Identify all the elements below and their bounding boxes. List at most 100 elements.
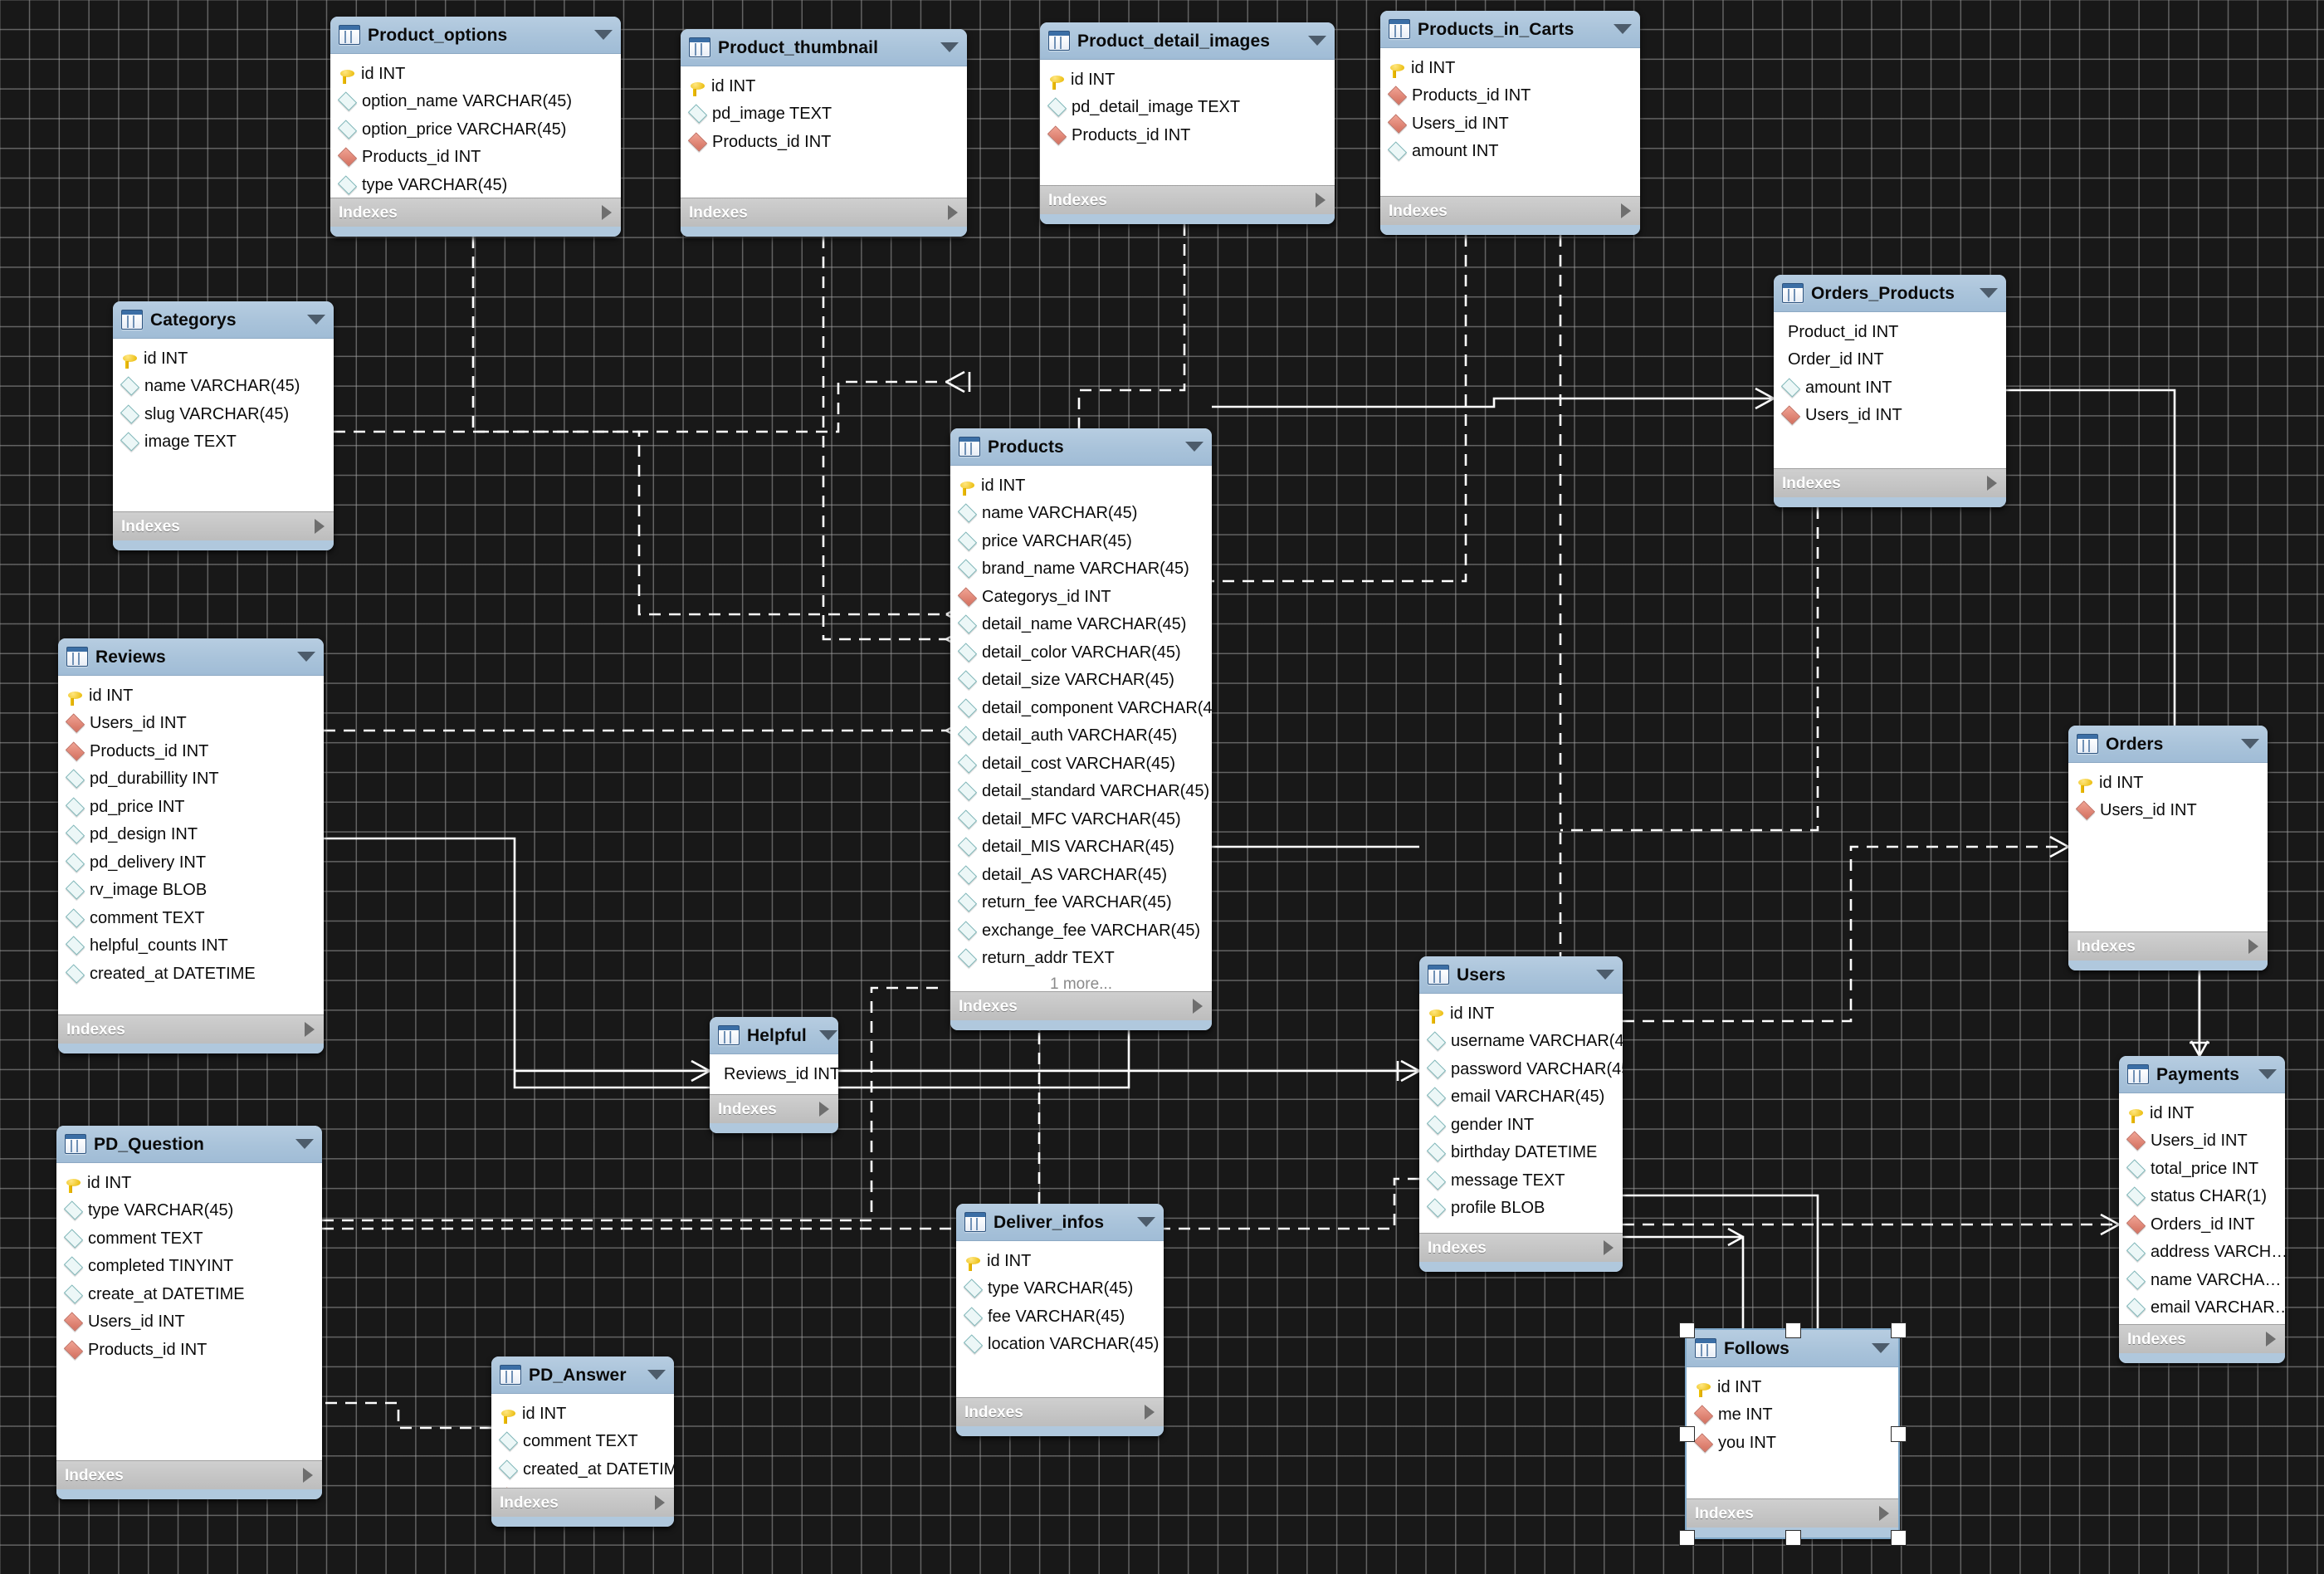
resize-handle[interactable] — [1679, 1322, 1695, 1338]
indexes-section[interactable]: Indexes — [956, 1397, 1164, 1426]
resize-handle[interactable] — [1784, 1322, 1801, 1338]
table-column[interactable]: exchange_fee VARCHAR(45) — [950, 917, 1212, 945]
table-column[interactable]: Products_id INT — [330, 144, 621, 172]
table-column[interactable]: created_at DATETIME — [491, 1455, 674, 1484]
table-column[interactable]: id INT — [2119, 1099, 2285, 1127]
table-column[interactable]: id INT — [491, 1400, 674, 1428]
table-header[interactable]: Deliver_infos — [956, 1204, 1164, 1241]
table-column[interactable]: amount INT — [1380, 138, 1640, 166]
triangle-right-icon[interactable] — [305, 1022, 315, 1037]
chevron-down-icon[interactable] — [295, 1139, 314, 1149]
table-column[interactable]: name VARCHAR(45) — [113, 373, 334, 401]
table-column[interactable]: address VARCH… — [2119, 1239, 2285, 1267]
triangle-right-icon[interactable] — [1621, 203, 1631, 218]
table-column[interactable]: Products_id INT — [56, 1336, 322, 1364]
resize-handle[interactable] — [1784, 1530, 1801, 1546]
table-column[interactable]: option_price VARCHAR(45) — [330, 115, 621, 144]
table-column[interactable]: birthday DATETIME — [1419, 1139, 1623, 1167]
table-header[interactable]: Helpful — [710, 1017, 838, 1054]
table-column[interactable]: Users_id INT — [710, 1088, 838, 1094]
indexes-section[interactable]: Indexes — [1380, 196, 1640, 225]
table-header[interactable]: Payments — [2119, 1056, 2285, 1093]
table-column[interactable]: Users_id INT — [1380, 110, 1640, 138]
table-column[interactable]: type VARCHAR(45) — [956, 1275, 1164, 1303]
table-column[interactable]: comment TEXT — [491, 1428, 674, 1456]
chevron-down-icon[interactable] — [1137, 1217, 1155, 1227]
table-column[interactable]: Order_id INT — [1774, 346, 2006, 374]
table-column[interactable]: brand_name VARCHAR(45) — [950, 555, 1212, 584]
indexes-section[interactable]: Indexes — [58, 1014, 324, 1044]
table-column[interactable]: amount INT — [1774, 374, 2006, 402]
table-header[interactable]: Reviews — [58, 638, 324, 676]
triangle-right-icon[interactable] — [315, 519, 325, 534]
table-column[interactable]: pd_detail_image TEXT — [1040, 94, 1335, 122]
table-column[interactable]: return_fee VARCHAR(45) — [950, 889, 1212, 917]
table-header[interactable]: Orders_Products — [1774, 275, 2006, 312]
table-header[interactable]: Users — [1419, 956, 1623, 994]
indexes-section[interactable]: Indexes — [2119, 1324, 2285, 1353]
table-column[interactable]: type VARCHAR(45) — [56, 1197, 322, 1225]
chevron-down-icon[interactable] — [1980, 288, 1998, 298]
table-column[interactable]: detail_size VARCHAR(45) — [950, 667, 1212, 695]
table-column[interactable]: slug VARCHAR(45) — [113, 400, 334, 428]
table-header[interactable]: PD_Answer — [491, 1356, 674, 1394]
table-column[interactable]: pd_image TEXT — [681, 100, 967, 129]
table-column[interactable]: Users_id INT — [2068, 797, 2268, 825]
triangle-right-icon[interactable] — [1145, 1405, 1155, 1420]
table-column[interactable]: Users_id INT — [1774, 402, 2006, 430]
table-column[interactable]: return_addr TEXT — [950, 945, 1212, 973]
table-column[interactable]: id INT — [956, 1247, 1164, 1275]
triangle-right-icon[interactable] — [1987, 476, 1997, 491]
table-header[interactable]: Orders — [2068, 726, 2268, 763]
table-column[interactable]: detail_cost VARCHAR(45) — [950, 750, 1212, 778]
chevron-down-icon[interactable] — [818, 1030, 837, 1040]
table-column[interactable]: Categorys_id INT — [950, 583, 1212, 611]
table-column[interactable]: id INT — [330, 60, 621, 88]
chevron-down-icon[interactable] — [1614, 24, 1632, 34]
chevron-down-icon[interactable] — [1596, 970, 1614, 980]
indexes-section[interactable]: Indexes — [1040, 185, 1335, 214]
table-column[interactable]: comment TEXT — [56, 1224, 322, 1253]
table-column[interactable]: email VARCHAR… — [2119, 1294, 2285, 1322]
resize-handle[interactable] — [1891, 1426, 1907, 1442]
triangle-right-icon[interactable] — [602, 205, 612, 220]
table-column[interactable]: detail_name VARCHAR(45) — [950, 611, 1212, 639]
table-column[interactable]: me INT — [1687, 1401, 1898, 1430]
resize-handle[interactable] — [1679, 1530, 1695, 1546]
table-column[interactable]: id INT — [2068, 769, 2268, 797]
table-column[interactable]: pd_price INT — [58, 793, 324, 821]
indexes-section[interactable]: Indexes — [1774, 468, 2006, 497]
table-column[interactable]: completed TINYINT — [56, 1253, 322, 1281]
table-column[interactable]: gender INT — [1419, 1111, 1623, 1139]
resize-handle[interactable] — [1891, 1530, 1907, 1546]
table-column[interactable]: image TEXT — [113, 428, 334, 457]
table-column[interactable]: profile BLOB — [1419, 1195, 1623, 1223]
chevron-down-icon[interactable] — [940, 42, 959, 52]
indexes-section[interactable]: Indexes — [1419, 1233, 1623, 1262]
table-column[interactable]: total_price INT — [2119, 1155, 2285, 1183]
table-column[interactable]: pd_durabillity INT — [58, 765, 324, 794]
chevron-down-icon[interactable] — [1185, 442, 1204, 452]
indexes-section[interactable]: Indexes — [491, 1488, 674, 1517]
indexes-section[interactable]: Indexes — [330, 198, 621, 227]
table-column[interactable]: Users_id INT — [2119, 1127, 2285, 1156]
table-column[interactable]: price VARCHAR(45) — [950, 527, 1212, 555]
chevron-down-icon[interactable] — [307, 315, 325, 325]
table-column[interactable]: detail_color VARCHAR(45) — [950, 638, 1212, 667]
table-column[interactable]: fee VARCHAR(45) — [956, 1303, 1164, 1331]
table-column[interactable]: created_at DATETIME — [58, 960, 324, 988]
table-column[interactable]: id INT — [1687, 1373, 1898, 1401]
table-column[interactable]: detail_AS VARCHAR(45) — [950, 861, 1212, 889]
indexes-section[interactable]: Indexes — [56, 1460, 322, 1489]
table-column[interactable]: detail_standard VARCHAR(45) — [950, 778, 1212, 806]
chevron-down-icon[interactable] — [1872, 1343, 1890, 1353]
table-column[interactable]: detail_MIS VARCHAR(45) — [950, 833, 1212, 862]
table-column[interactable]: location VARCHAR(45) — [956, 1331, 1164, 1359]
triangle-right-icon[interactable] — [2266, 1332, 2276, 1347]
